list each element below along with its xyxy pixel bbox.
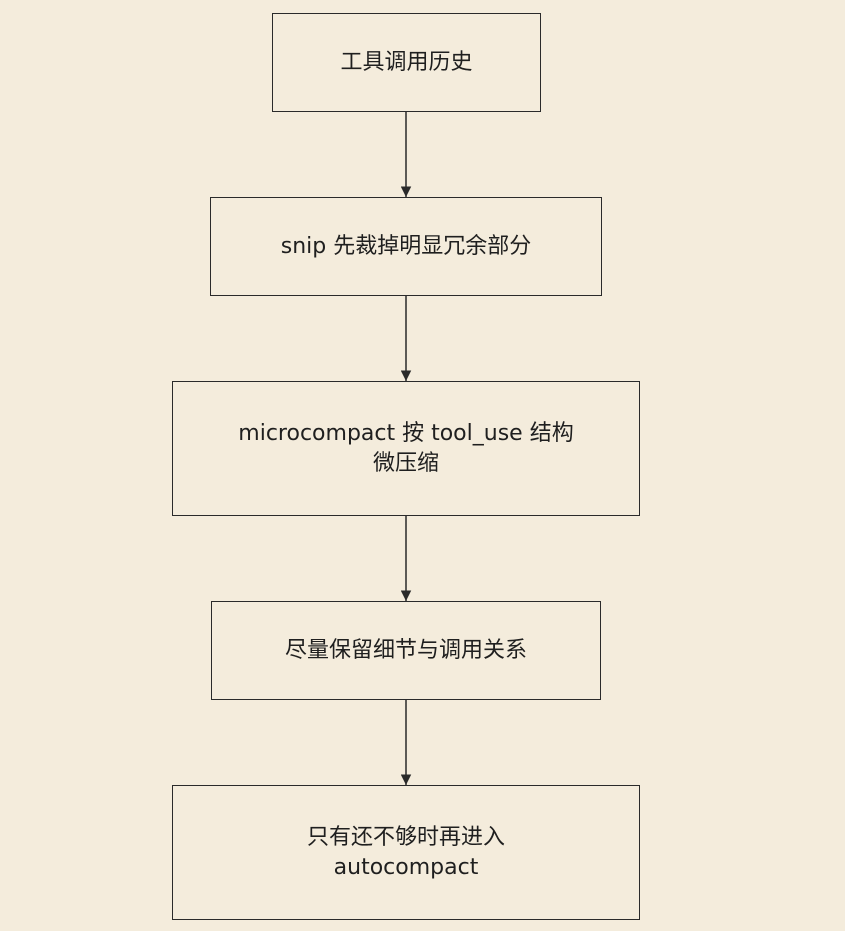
node-label-line-2: 微压缩 [372,450,439,476]
node-preserve-details: 尽量保留细节与调用关系 [211,601,601,700]
node-label: snip 先裁掉明显冗余部分 [280,233,532,259]
node-label-line-1: 只有还不够时再进入 [306,824,505,850]
node-microcompact: microcompact 按 tool_use 结构 微压缩 [172,381,640,516]
node-autocompact: 只有还不够时再进入 autocompact [172,785,640,920]
node-label: 工具调用历史 [340,49,473,75]
node-label: 尽量保留细节与调用关系 [284,637,527,663]
node-tool-call-history: 工具调用历史 [272,13,541,112]
node-label-line-1: microcompact 按 tool_use 结构 [238,420,574,446]
node-label-line-2: autocompact [333,854,479,880]
node-snip: snip 先裁掉明显冗余部分 [210,197,602,296]
